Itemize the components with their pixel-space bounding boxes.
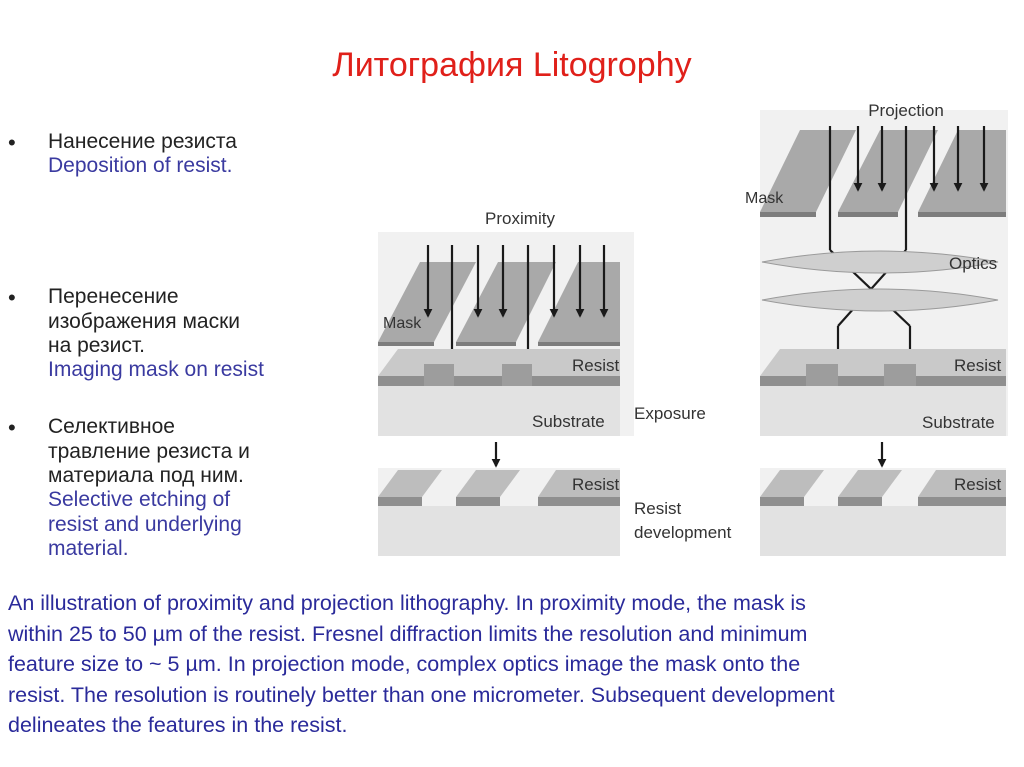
optics-label: Optics [949, 254, 997, 273]
projection-resist-label: Resist [954, 356, 1002, 375]
bullet-text-en: Deposition of resist. [48, 154, 233, 177]
proximity-mask-label: Mask [383, 315, 422, 332]
projection-dev-resist-label: Resist [954, 475, 1002, 494]
bullet-marker: • [8, 415, 16, 440]
proximity-resist-layer [378, 349, 620, 386]
figure-caption: An illustration of proximity and project… [8, 591, 835, 737]
proximity-dev-resist-label: Resist [572, 475, 620, 494]
projection-resist-layer [760, 349, 1006, 386]
projection-substrate-label: Substrate [922, 413, 995, 432]
bullet-text-ru: Нанесение резиста [48, 130, 237, 153]
bullet-text-en: Selective etching of resist and underlyi… [48, 488, 242, 560]
proximity-substrate [378, 386, 620, 436]
projection-light-arrows [853, 126, 989, 192]
bullet-text-ru: Селективное травление резиста и материал… [48, 415, 250, 487]
projection-mask-label: Mask [745, 190, 784, 207]
proximity-developed-resist [378, 468, 620, 556]
proximity-light-arrows [423, 245, 609, 362]
proximity-mask [378, 262, 620, 346]
projection-substrate [760, 386, 1006, 436]
exposure-label: Exposure [634, 404, 706, 423]
projection-label: Projection [868, 101, 944, 120]
proximity-label: Proximity [485, 209, 555, 228]
page-title: Литография Litogrophy [332, 46, 692, 84]
proximity-substrate-label: Substrate [532, 412, 605, 431]
bullet-text-en: Imaging mask on resist [48, 358, 264, 381]
bullet-marker: • [8, 130, 16, 155]
projection-developed-resist [760, 468, 1006, 556]
projection-optics-lenses [761, 250, 999, 312]
resist-development-label-2: development [634, 523, 732, 542]
resist-development-label-1: Resist [634, 499, 682, 518]
proximity-resist-label: Resist [572, 356, 620, 375]
bullet-text-ru: Перенесение изображения маски на резист. [48, 285, 240, 357]
bullet-marker: • [8, 285, 16, 310]
